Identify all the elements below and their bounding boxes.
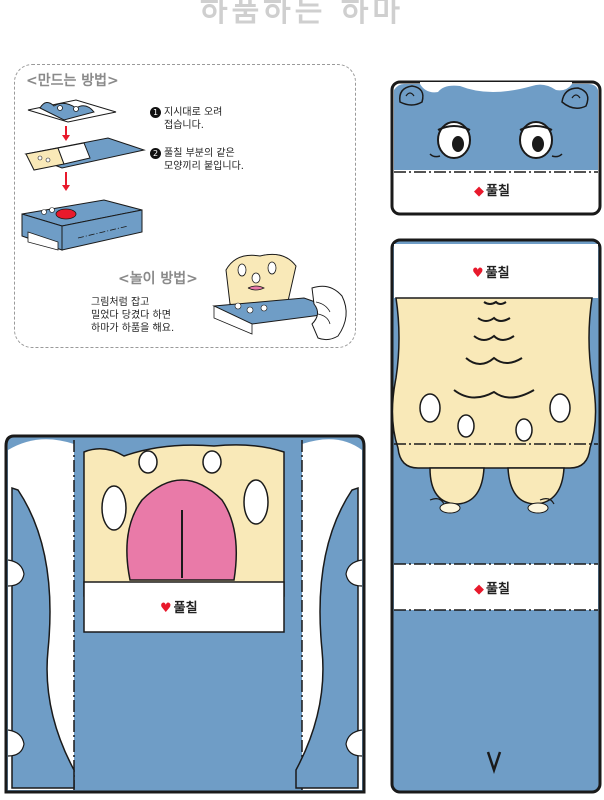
step-2-number: 2	[150, 147, 161, 159]
hippo-belly-piece	[390, 238, 602, 794]
glue-label-mouth: ♥풀칠	[160, 597, 198, 616]
instruction-box	[14, 64, 356, 348]
glue-label-belly-top: ♥풀칠	[472, 262, 510, 281]
step-1-number: 1	[150, 106, 161, 118]
glue-text: 풀칠	[486, 582, 510, 597]
play-illustration	[212, 253, 347, 341]
diamond-icon: ◆	[474, 184, 484, 199]
step-1-line-1: 지시대로 오려	[164, 107, 223, 118]
play-instructions: 그림처럼 잡고 밀었다 당겼다 하면 하마가 하품을 해요.	[91, 296, 174, 335]
glue-label-head: ◆풀칠	[474, 180, 510, 199]
step-2-line-1: 풀칠 부분의 같은	[164, 148, 235, 159]
step-1-line-2: 접습니다.	[164, 120, 204, 131]
glue-text: 풀칠	[486, 184, 510, 199]
assembly-illustration	[21, 99, 146, 251]
glue-text: 풀칠	[173, 601, 198, 616]
hippo-head-piece	[390, 80, 602, 216]
play-line-3: 하마가 하품을 해요.	[91, 323, 175, 334]
play-method-title: <놀이 방법>	[118, 271, 198, 287]
page-title: 하품하는 하마	[199, 0, 405, 29]
heart-icon: ♥	[160, 601, 172, 616]
glue-label-belly-bottom: ◆풀칠	[474, 578, 510, 597]
diamond-icon: ◆	[474, 582, 484, 597]
play-line-2: 밀었다 당겼다 하면	[91, 310, 171, 321]
play-line-1: 그림처럼 잡고	[91, 297, 150, 308]
make-method-title: <만드는 방법>	[26, 73, 119, 89]
heart-icon: ♥	[472, 266, 484, 281]
hippo-mouth-piece	[4, 434, 366, 794]
step-2-line-2: 모양끼리 붙입니다.	[164, 161, 244, 172]
glue-text: 풀칠	[485, 266, 510, 281]
